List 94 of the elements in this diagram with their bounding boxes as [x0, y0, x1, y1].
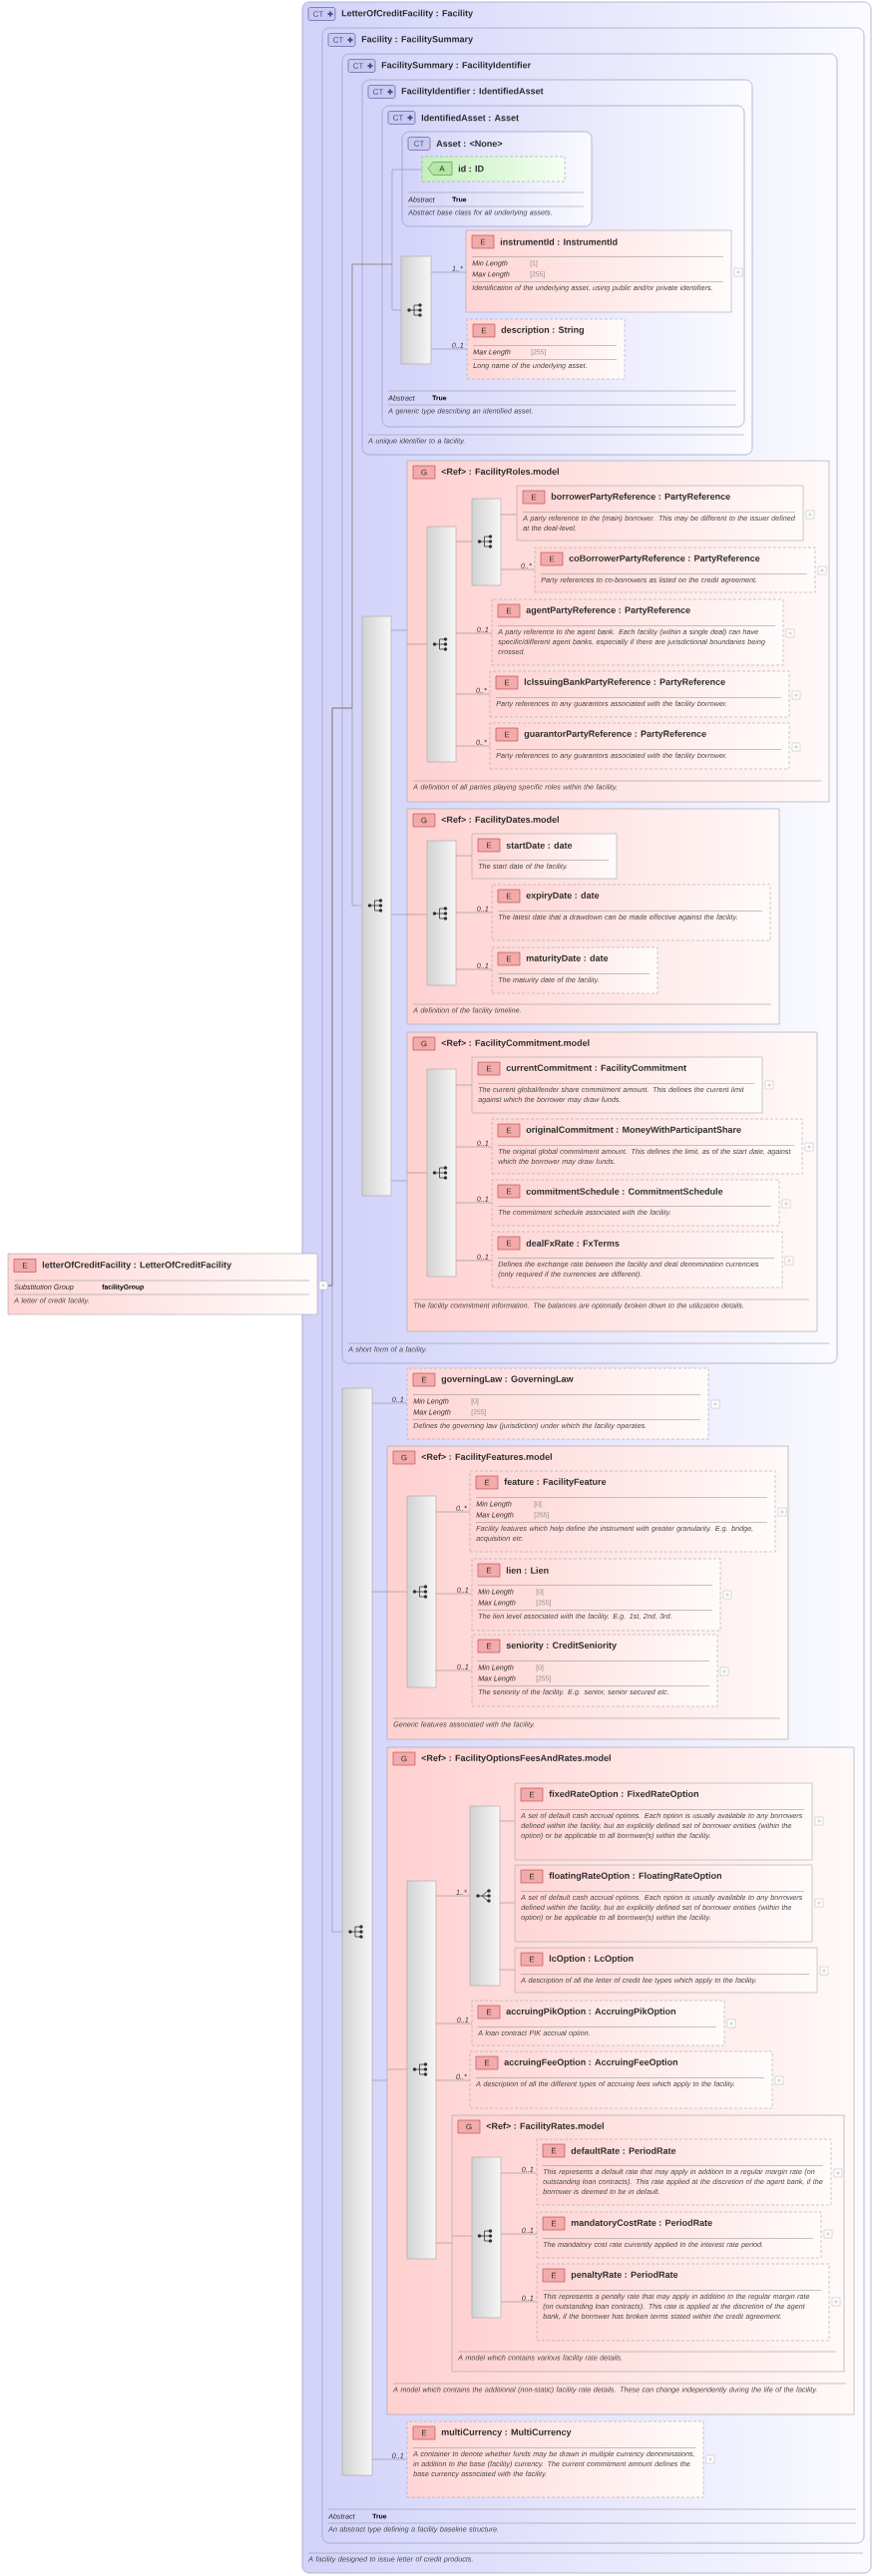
badge: E — [542, 2216, 566, 2231]
connector-line — [455, 1260, 493, 1262]
connector-line — [386, 1591, 408, 1593]
badge: E — [497, 603, 521, 618]
connector-line — [435, 2079, 471, 2081]
connector-line — [500, 2301, 538, 2303]
badge: E — [471, 234, 495, 249]
connector-line — [406, 914, 428, 916]
badge: E — [497, 1236, 521, 1251]
badge: E — [477, 1639, 501, 1654]
sequence-bar — [471, 498, 502, 586]
connector-line — [500, 2233, 538, 2235]
connector-line — [500, 568, 536, 570]
connector-line — [435, 1593, 473, 1595]
badge: E — [412, 2425, 436, 2440]
sequence-bar — [406, 1880, 437, 2260]
connector-line — [406, 1172, 428, 1174]
badge: CT — [387, 111, 416, 125]
connector-line — [455, 1084, 473, 1086]
connector-line — [455, 541, 473, 543]
attribute-box: A id : ID — [421, 156, 566, 183]
connector-line — [500, 2172, 538, 2174]
sequence-bar — [426, 1068, 457, 1278]
connector-line — [327, 1285, 343, 1933]
sequence-bar — [471, 2156, 502, 2319]
connector-line — [455, 1146, 493, 1148]
badge: G — [412, 465, 436, 480]
sequence-bar — [426, 526, 457, 763]
connector-line — [371, 1591, 388, 1593]
connector-line — [455, 1202, 493, 1204]
connector-line — [390, 1180, 408, 1182]
badge: E — [520, 1787, 544, 1802]
connector-line — [371, 1402, 408, 1404]
connector-line — [386, 2068, 408, 2070]
badge: CT — [347, 59, 376, 73]
connector-line — [435, 1511, 471, 1513]
connector-line — [500, 514, 518, 516]
badge: E — [412, 1372, 436, 1387]
badge: E — [540, 552, 564, 566]
badge: G — [412, 1036, 436, 1051]
badge: E — [497, 1123, 521, 1138]
badge: E — [475, 1475, 499, 1490]
connector-line — [435, 1895, 471, 1897]
badge: E — [495, 675, 519, 690]
badge: E — [542, 2268, 566, 2283]
connector-line — [451, 2235, 473, 2237]
badge: G — [392, 1751, 416, 1766]
badge: E — [497, 951, 521, 966]
badge: CT — [407, 137, 431, 151]
connector-line — [406, 643, 428, 645]
connector-line — [499, 1902, 516, 1904]
badge: E — [477, 2005, 501, 2020]
sequence-bar — [406, 1495, 437, 1688]
badge: CT — [307, 7, 336, 21]
connector-line — [499, 1820, 516, 1822]
badge: E — [495, 727, 519, 742]
badge: E — [522, 490, 546, 505]
connector-line — [435, 2023, 473, 2024]
connector-line — [430, 348, 468, 350]
badge: E — [520, 1869, 544, 1884]
connector-line — [455, 632, 493, 634]
badge: E — [497, 1184, 521, 1199]
badge: G — [412, 813, 436, 828]
connector-line — [371, 2458, 408, 2460]
badge: E — [477, 1563, 501, 1578]
badge: E — [13, 1259, 37, 1273]
badge: E — [475, 2055, 499, 2070]
badge: CT — [327, 33, 356, 47]
badge: E — [520, 1952, 544, 1967]
connector-line — [455, 693, 491, 695]
connector-line — [455, 745, 491, 747]
connector-line — [499, 1969, 516, 1971]
badge: E — [497, 889, 521, 904]
connector-line — [390, 914, 408, 916]
badge: E — [472, 323, 496, 338]
badge: E — [477, 838, 501, 853]
sequence-bar — [400, 255, 432, 365]
sequence-bar — [361, 615, 392, 1197]
choice-bar — [469, 1805, 501, 1987]
connector-line — [435, 2242, 453, 2244]
connector-line — [455, 968, 493, 970]
sequence-bar — [341, 1387, 373, 2476]
badge: G — [392, 1450, 416, 1465]
sequence-bar — [426, 840, 457, 986]
connector-line — [371, 2079, 388, 2081]
badge: E — [477, 1061, 501, 1076]
badge: E — [542, 2143, 566, 2158]
connector-line — [455, 912, 493, 914]
connector-line — [435, 1669, 473, 1671]
connector-line — [430, 271, 467, 273]
connector-line — [455, 855, 473, 857]
badge: G — [457, 2119, 481, 2134]
badge: CT — [367, 85, 396, 99]
connector-line — [390, 629, 408, 631]
